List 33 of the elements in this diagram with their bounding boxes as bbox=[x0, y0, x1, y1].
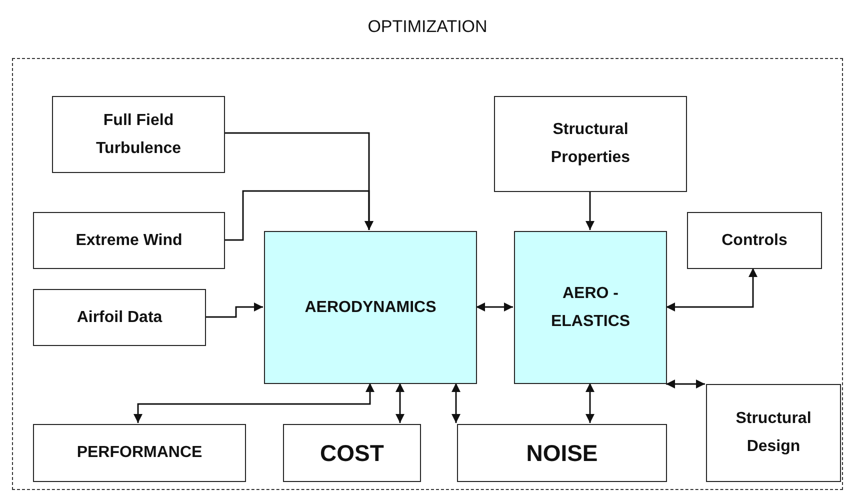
process-box bbox=[33, 424, 246, 482]
module-box bbox=[514, 231, 667, 384]
arrow bbox=[134, 383, 374, 423]
arrow bbox=[224, 190, 374, 241]
process-box bbox=[33, 212, 225, 269]
process-box bbox=[33, 289, 206, 346]
process-box bbox=[687, 212, 822, 269]
box-label: Structural Properties bbox=[550, 120, 632, 168]
arrow bbox=[476, 302, 513, 312]
box-label: Airfoil Data bbox=[76, 308, 162, 328]
arrow bbox=[586, 191, 594, 230]
box-label: Controls bbox=[722, 230, 788, 250]
arrow bbox=[666, 380, 705, 388]
box-label: AERO - ELASTICS bbox=[550, 284, 630, 332]
box-label: Structural Design bbox=[734, 409, 812, 457]
box-label: COST bbox=[320, 438, 384, 468]
box-label: PERFORMANCE bbox=[76, 443, 202, 463]
process-box bbox=[283, 424, 421, 482]
process-box bbox=[52, 96, 225, 173]
process-box bbox=[457, 424, 667, 482]
arrow bbox=[205, 302, 263, 318]
module-box bbox=[264, 231, 477, 384]
process-box bbox=[494, 96, 687, 192]
arrow bbox=[452, 383, 460, 423]
process-box bbox=[706, 384, 841, 482]
arrow bbox=[666, 268, 758, 312]
box-label: Full Field Turbulence bbox=[94, 110, 182, 158]
frame-heading: OPTIMIZATION bbox=[366, 17, 488, 37]
box-label: AERODYNAMICS bbox=[304, 298, 436, 318]
arrow bbox=[396, 383, 404, 423]
arrow bbox=[586, 383, 594, 423]
box-label: NOISE bbox=[526, 438, 598, 468]
box-label: Extreme Wind bbox=[76, 230, 182, 250]
